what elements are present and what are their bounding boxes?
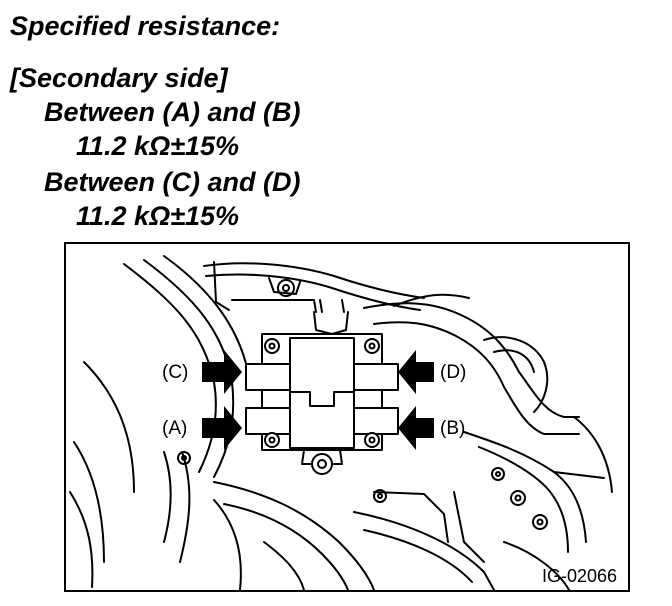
label-a: (A) <box>162 418 187 439</box>
arrow-b-left-icon <box>398 406 434 450</box>
ignition-coil-illustration: (C) (A) (D) (B) IG-02066 <box>64 242 630 592</box>
measurement-2-between: Between (C) and (D) <box>44 167 301 197</box>
label-b: (B) <box>440 418 465 439</box>
measurement-1-value: 11.2 kΩ±15% <box>76 131 240 161</box>
measurement-2-value: 11.2 kΩ±15% <box>76 201 240 231</box>
label-c: (C) <box>162 362 188 383</box>
spec-section: [Secondary side] <box>10 63 228 93</box>
measurement-1-between: Between (A) and (B) <box>44 97 301 127</box>
arrow-d-left-icon <box>398 350 434 394</box>
label-d: (D) <box>440 362 466 383</box>
ignition-coil <box>245 333 399 475</box>
arrow-c-right-icon <box>202 350 242 394</box>
measurement-arrows <box>202 350 434 450</box>
figure-code: IG-02066 <box>542 566 617 586</box>
spec-heading: Specified resistance: <box>10 11 281 41</box>
arrow-a-right-icon <box>202 406 242 450</box>
illustration-svg: (C) (A) (D) (B) IG-02066 <box>64 242 630 592</box>
